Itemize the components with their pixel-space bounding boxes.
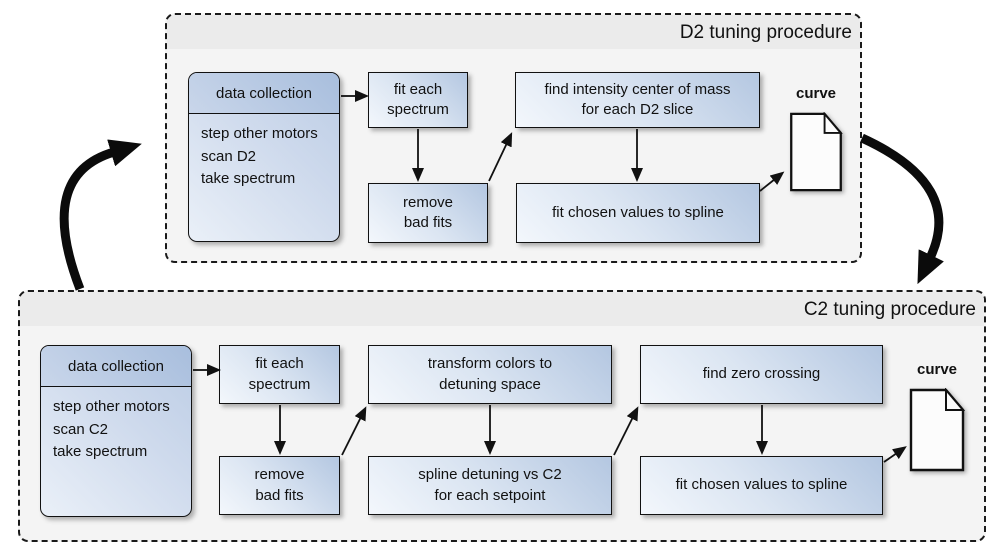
c2-remove-bad-fits-node: remove bad fits <box>219 456 340 515</box>
d2-data-collection-header: data collection <box>189 73 339 114</box>
d2-curve-label: curve <box>795 85 837 102</box>
d2-fit-spline-node: fit chosen values to spline <box>516 183 760 243</box>
c2-spline-detuning-node: spline detuning vs C2 for each setpoint <box>368 456 612 515</box>
c2-curve-label: curve <box>916 361 958 378</box>
d2-curve-document-icon <box>790 112 843 192</box>
c2-group-title: C2 tuning procedure <box>20 292 984 326</box>
arrow-c2-to-d2 <box>59 139 142 291</box>
d2-data-collection-node: data collection step other motors scan D… <box>188 72 340 242</box>
arrow-d2-to-c2 <box>860 133 944 285</box>
c2-data-collection-body: step other motors scan C2 take spectrum <box>53 398 170 460</box>
d2-center-of-mass-node: find intensity center of mass for each D… <box>515 72 760 128</box>
d2-data-collection-body: step other motors scan D2 take spectrum <box>201 125 318 187</box>
c2-find-zero-crossing-node: find zero crossing <box>640 345 883 404</box>
c2-data-collection-node: data collection step other motors scan C… <box>40 345 192 517</box>
d2-group-title: D2 tuning procedure <box>167 15 860 49</box>
c2-fit-spline-node: fit chosen values to spline <box>640 456 883 515</box>
c2-data-collection-header: data collection <box>41 346 191 387</box>
d2-remove-bad-fits-node: remove bad fits <box>368 183 488 243</box>
d2-fit-each-spectrum-node: fit each spectrum <box>368 72 468 128</box>
c2-transform-colors-node: transform colors to detuning space <box>368 345 612 404</box>
c2-curve-document-icon <box>909 388 965 472</box>
c2-fit-each-spectrum-node: fit each spectrum <box>219 345 340 404</box>
